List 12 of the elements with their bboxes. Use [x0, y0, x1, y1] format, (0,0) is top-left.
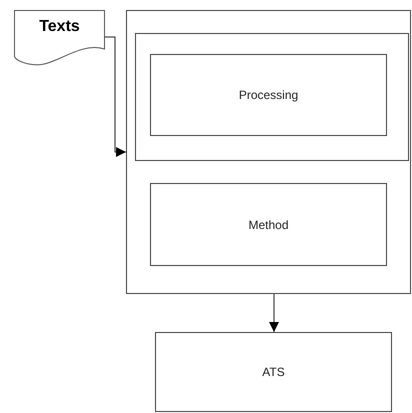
group-box — [135, 33, 409, 161]
arrow — [104, 36, 126, 157]
box-label: Processing — [238, 88, 298, 102]
box-label: ATS — [262, 365, 285, 379]
document-shape — [14, 10, 105, 66]
box-label: Texts — [39, 18, 80, 36]
box-label: Method — [248, 218, 289, 232]
process-box — [150, 183, 387, 266]
process-box — [155, 332, 392, 412]
group-box — [126, 10, 411, 294]
process-box — [150, 54, 387, 136]
arrow — [269, 294, 279, 332]
